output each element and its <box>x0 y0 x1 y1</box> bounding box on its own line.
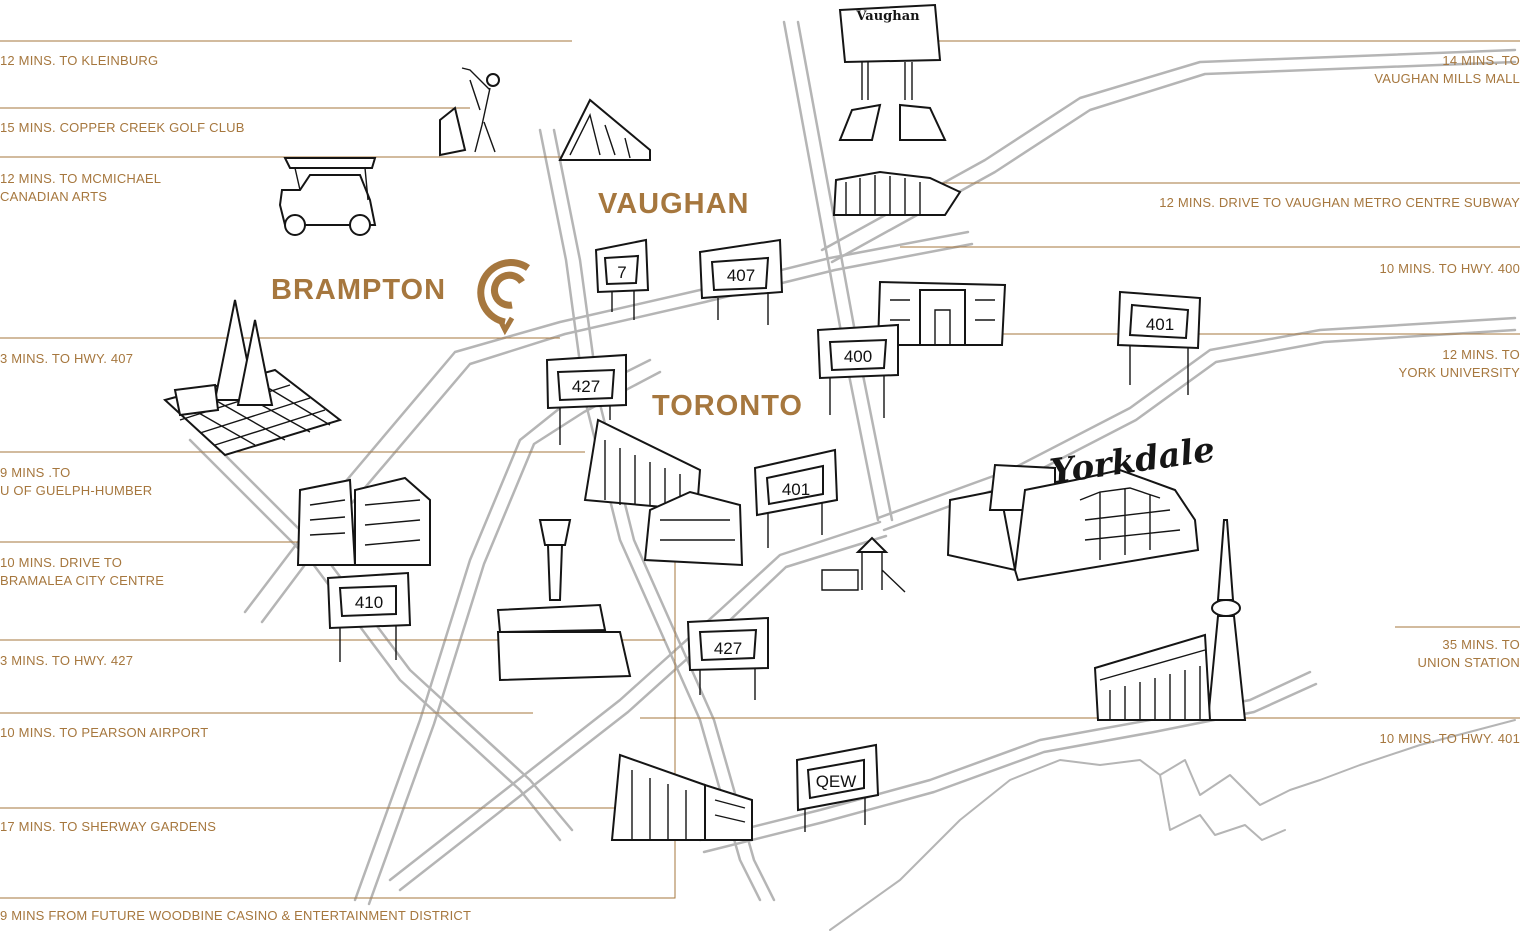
label-vaughan-mills-line1: 14 MINS. TO <box>1442 53 1520 68</box>
hwy400-number: 400 <box>844 347 872 366</box>
label-pearson: 10 MINS. TO PEARSON AIRPORT <box>0 725 209 740</box>
leader-lines <box>0 40 1520 899</box>
label-union-line2: UNION STATION <box>1417 655 1520 670</box>
airport-tower-illustration <box>496 519 632 682</box>
yorkdale-illustration: Yorkdale <box>946 430 1217 582</box>
label-mcmichael-line1: 12 MINS. TO MCMICHAEL <box>0 171 162 186</box>
mall-sign-text: Vaughan <box>855 9 920 24</box>
union-station-illustration <box>1093 633 1212 721</box>
golf-cart-illustration <box>278 157 377 236</box>
label-woodbine: 9 MINS FROM FUTURE WOODBINE CASINO & ENT… <box>0 908 472 923</box>
hwy427-south-sign: 427 <box>686 616 769 700</box>
park-illustration <box>162 299 343 457</box>
label-bramalea-line2: BRAMALEA CITY CENTRE <box>0 573 165 588</box>
hwy407-sign: 407 <box>698 238 784 325</box>
hwy427-north-sign: 427 <box>545 353 627 445</box>
label-mcmichael-line2: CANADIAN ARTS <box>0 189 108 204</box>
label-hwy427: 3 MINS. TO HWY. 427 <box>0 653 134 668</box>
label-hwy401: 10 MINS. TO HWY. 401 <box>1379 731 1520 746</box>
city-label-brampton: BRAMPTON <box>271 274 447 306</box>
vaughan-mills-illustration: Vaughan <box>838 3 947 141</box>
hwy427-south-number: 427 <box>714 639 742 658</box>
brand-logo <box>477 259 531 336</box>
sherway-building-illustration <box>610 753 753 841</box>
label-union-line1: 35 MINS. TO <box>1442 637 1520 652</box>
city-label-toronto: TORONTO <box>652 390 803 422</box>
metro-centre-illustration <box>832 170 962 216</box>
hwy7-sign: 7 <box>594 238 650 320</box>
hwy401-central-sign: 401 <box>753 448 839 548</box>
hwy410-number: 410 <box>355 593 383 612</box>
label-sherway: 17 MINS. TO SHERWAY GARDENS <box>0 819 217 834</box>
label-copper-creek: 15 MINS. COPPER CREEK GOLF CLUB <box>0 120 245 135</box>
hwy401-east-sign: 401 <box>1116 290 1202 395</box>
label-kleinburg: 12 MINS. TO KLEINBURG <box>0 53 159 68</box>
city-label-vaughan: VAUGHAN <box>598 188 750 220</box>
hwy401-central-number: 401 <box>782 480 810 499</box>
hwy427-north-number: 427 <box>572 377 600 396</box>
qew-sign: QEW <box>795 743 880 832</box>
york-university-illustration <box>876 280 1007 346</box>
label-guelph-line1: 9 MINS .TO <box>0 465 71 480</box>
label-york-line1: 12 MINS. TO <box>1442 347 1520 362</box>
label-hwy400: 10 MINS. TO HWY. 400 <box>1379 261 1520 276</box>
qew-label: QEW <box>816 772 857 791</box>
hwy410-sign: 410 <box>326 571 412 662</box>
hwy400-sign: 400 <box>816 323 899 418</box>
hwy401-east-number: 401 <box>1146 315 1174 334</box>
label-bramalea-line1: 10 MINS. DRIVE TO <box>0 555 123 570</box>
label-guelph-line2: U OF GUELPH-HUMBER <box>0 483 153 498</box>
cn-tower-illustration <box>1206 519 1247 721</box>
humber-building-illustration <box>583 418 744 567</box>
label-york-line2: YORK UNIVERSITY <box>1398 365 1520 380</box>
label-hwy407: 3 MINS. TO HWY. 407 <box>0 351 134 366</box>
label-vaughan-mills-line2: VAUGHAN MILLS MALL <box>1374 71 1520 86</box>
golfer-illustration <box>439 67 500 157</box>
hwy7-number: 7 <box>617 263 626 282</box>
label-metro-centre: 12 MINS. DRIVE TO VAUGHAN METRO CENTRE S… <box>1159 195 1520 210</box>
guelph-humber-illustration <box>296 476 431 566</box>
playground-illustration <box>821 536 906 593</box>
clubhouse-illustration <box>558 98 651 161</box>
hwy407-number: 407 <box>727 266 755 285</box>
